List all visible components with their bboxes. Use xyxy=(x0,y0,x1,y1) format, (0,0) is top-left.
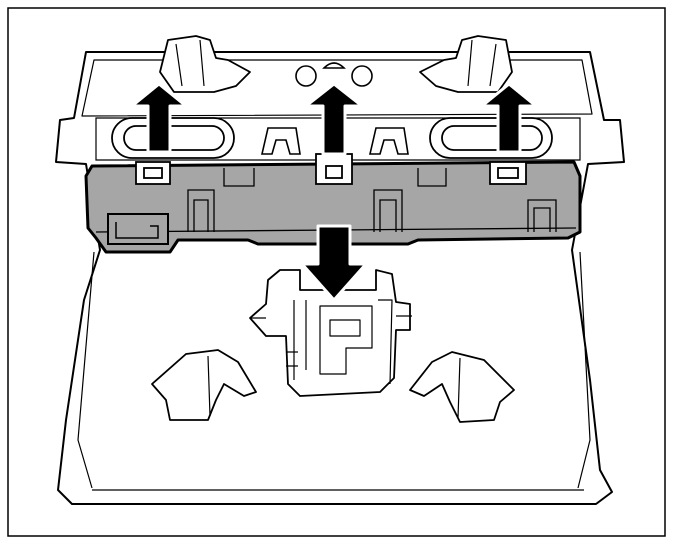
grab-handle-recess-right xyxy=(429,117,553,159)
center-clip-left xyxy=(260,127,301,155)
sun-visor-clip-right xyxy=(419,35,513,93)
arrow-down-icon xyxy=(300,224,368,302)
sun-visor-left xyxy=(151,349,257,421)
arrow-up-icon xyxy=(480,82,538,154)
arrow-up-icon xyxy=(130,82,188,154)
center-clip-right xyxy=(368,127,409,155)
grab-handle-recess-left xyxy=(111,117,235,159)
dome-light-opening xyxy=(295,62,373,87)
overhead-console-bracket xyxy=(249,269,412,397)
console-switch-box xyxy=(107,213,169,245)
sun-visor-clip-left xyxy=(159,35,251,93)
console-retainer-clips xyxy=(135,153,527,185)
sun-visor-right xyxy=(409,351,515,423)
arrow-up-icon xyxy=(304,82,364,156)
